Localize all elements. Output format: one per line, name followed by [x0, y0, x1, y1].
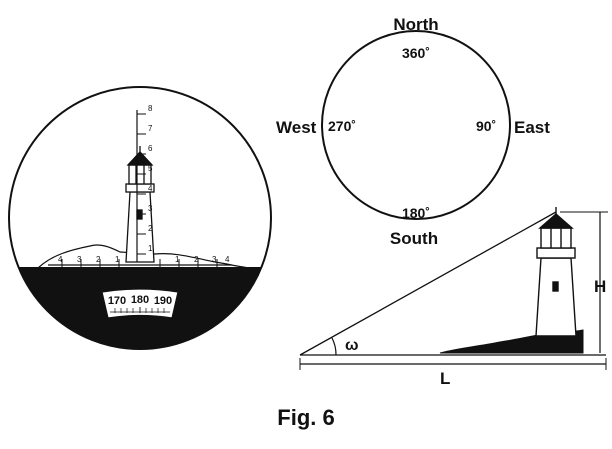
line-of-sight	[299, 211, 557, 356]
horizontal-scale-tick-label: 4	[58, 255, 63, 264]
figure-caption: Fig. 6	[277, 405, 335, 430]
compass-south-label: South	[390, 229, 438, 248]
vertical-scale-tick-label: 6	[148, 144, 153, 153]
horizontal-scale-tick-label: 3	[212, 255, 217, 264]
compass-west-degrees: 270˚	[328, 118, 356, 134]
compass-diagram: North 360˚ West 270˚ 90˚ East 180˚ South	[276, 15, 550, 248]
horizontal-scale-tick-label: 4	[225, 255, 230, 264]
vertical-scale-tick-label: 3	[148, 204, 153, 213]
vertical-scale-tick-label: 4	[148, 184, 153, 193]
compass-readout-window: 170 180 190	[101, 288, 179, 319]
horizontal-scale-tick-label: 1	[115, 255, 120, 264]
compass-north-degrees: 360˚	[402, 45, 430, 61]
compass-circle	[321, 30, 511, 220]
vertical-scale-tick-label: 2	[148, 224, 153, 233]
horizontal-reticle-scale: 4 3 2 1 1 2 3 4	[48, 255, 232, 271]
compass-readout-value: 180	[131, 294, 149, 306]
vertical-scale-tick-label: 8	[148, 104, 153, 113]
compass-north-label: North	[393, 15, 438, 34]
angle-arc	[331, 337, 337, 356]
compass-east-label: East	[514, 118, 550, 137]
compass-south-degrees: 180˚	[402, 205, 430, 221]
horizontal-scale-tick-label: 3	[77, 255, 82, 264]
lighthouse	[535, 207, 577, 337]
compass-west-label: West	[276, 118, 317, 137]
vertical-reticle-scale: 1 2 3 4 5 6 7 8	[136, 104, 153, 262]
binocular-view: 1 2 3 4 5 6 7 8 4 3 2 1 1 2 3 4	[8, 86, 272, 350]
binocular-view-circle	[8, 86, 272, 350]
compass-east-degrees: 90˚	[476, 118, 496, 134]
height-H-label: H	[594, 277, 606, 296]
angle-omega-label: ω	[345, 337, 359, 354]
horizontal-scale-tick-label: 1	[175, 255, 180, 264]
vertical-scale-tick-label: 1	[148, 244, 153, 253]
compass-readout-value: 170	[108, 295, 126, 307]
horizontal-scale-tick-label: 2	[194, 255, 199, 264]
distance-geometry-diagram: ω H L	[299, 207, 608, 388]
horizontal-scale-tick-label: 2	[96, 255, 101, 264]
distance-L-label: L	[440, 369, 450, 388]
vertical-scale-tick-label: 7	[148, 124, 153, 133]
vertical-scale-tick-label: 5	[148, 164, 153, 173]
compass-readout-value: 190	[154, 295, 172, 307]
